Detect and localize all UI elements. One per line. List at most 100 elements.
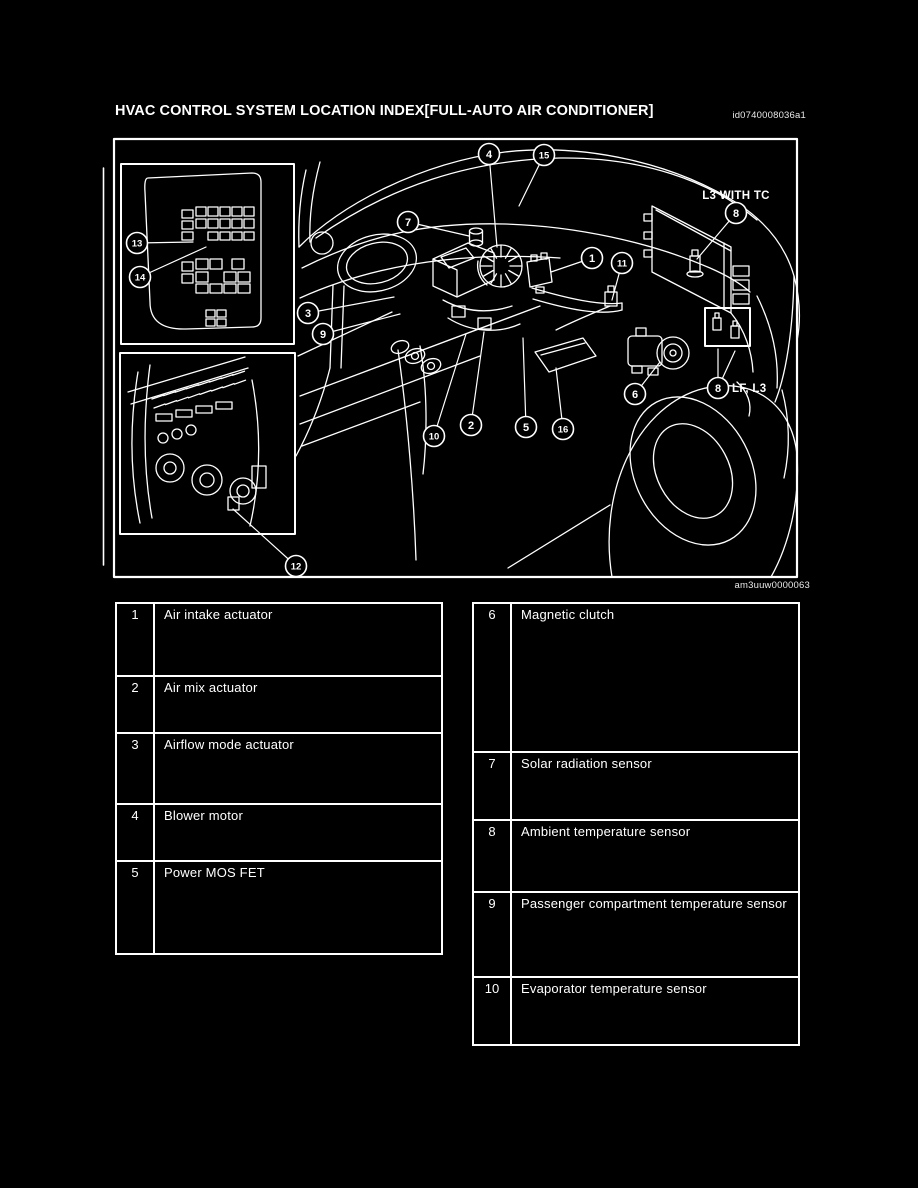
item-number: 9 xyxy=(474,893,512,976)
item-number: 4 xyxy=(117,805,155,860)
callout-13: 13 xyxy=(127,233,194,254)
table-row: 5 Power MOS FET xyxy=(117,860,441,953)
table-row: 10 Evaporator temperature sensor xyxy=(474,976,798,1044)
item-label: Passenger compartment temperature sensor xyxy=(521,896,787,911)
item-label: Ambient temperature sensor xyxy=(521,824,691,839)
svg-text:16: 16 xyxy=(558,424,569,435)
svg-text:4: 4 xyxy=(486,149,493,161)
item-number: 6 xyxy=(474,604,512,751)
diagram-label: L3 WITH TC xyxy=(702,190,770,202)
item-label: Blower motor xyxy=(164,808,243,823)
svg-text:3: 3 xyxy=(305,308,311,320)
table-row: 7 Solar radiation sensor xyxy=(474,751,798,819)
compressor-magnetic-clutch xyxy=(628,328,689,375)
callout-5: 5 xyxy=(516,338,537,438)
hvac-knob xyxy=(156,454,184,482)
svg-text:7: 7 xyxy=(405,217,411,229)
hvac-knob xyxy=(192,465,222,495)
callout-11: 11 xyxy=(612,253,633,301)
item-label: Magnetic clutch xyxy=(521,607,615,622)
sensor-wire xyxy=(556,286,617,330)
table-row: 6 Magnetic clutch xyxy=(474,604,798,751)
svg-text:6: 6 xyxy=(632,389,638,401)
solar-radiation-sensor-part xyxy=(470,228,483,246)
item-number: 3 xyxy=(117,734,155,803)
svg-text:11: 11 xyxy=(617,258,628,269)
table-row: 3 Airflow mode actuator xyxy=(117,732,441,803)
svg-text:10: 10 xyxy=(429,431,440,442)
item-number: 8 xyxy=(474,821,512,891)
air-mix-actuator-part xyxy=(452,306,465,317)
blower-motor xyxy=(478,245,552,293)
blower-fins xyxy=(481,246,521,286)
condenser xyxy=(644,206,753,372)
document-id: id0740008036a1 xyxy=(732,110,806,121)
diagram-labels: L3 WITH TC LF, L3 xyxy=(702,190,770,395)
ambient-temperature-sensor-part xyxy=(687,250,703,277)
svg-text:2: 2 xyxy=(468,420,474,432)
callout-16: 16 xyxy=(553,368,574,440)
svg-text:9: 9 xyxy=(320,329,326,341)
callout-3: 3 xyxy=(298,297,395,324)
callout-12: 12 xyxy=(233,509,307,577)
console-inset-frame xyxy=(120,353,295,534)
diagram-frame xyxy=(114,139,797,577)
svg-text:12: 12 xyxy=(291,561,302,572)
callout-10: 10 xyxy=(424,334,467,447)
table-row: 4 Blower motor xyxy=(117,803,441,860)
display-panel xyxy=(441,248,474,268)
svg-text:15: 15 xyxy=(539,150,550,161)
item-number: 1 xyxy=(117,604,155,675)
fuse-grid xyxy=(182,207,254,326)
item-label: Power MOS FET xyxy=(164,865,265,880)
callout-1: 1 xyxy=(551,248,603,273)
svg-text:8: 8 xyxy=(733,208,739,220)
page-title: HVAC CONTROL SYSTEM LOCATION INDEX[FULL-… xyxy=(115,103,654,119)
item-number: 10 xyxy=(474,978,512,1044)
svg-text:1: 1 xyxy=(589,253,595,265)
table-row: 2 Air mix actuator xyxy=(117,675,441,732)
instrument-cluster xyxy=(331,226,422,300)
callout-6: 6 xyxy=(625,362,661,405)
fusebox-inset xyxy=(121,164,294,344)
console-inset xyxy=(120,353,295,534)
svg-text:13: 13 xyxy=(132,238,143,249)
callout-8: 8 xyxy=(708,349,736,399)
item-label: Air mix actuator xyxy=(164,680,258,695)
callout-2: 2 xyxy=(461,332,485,436)
hvac-unit xyxy=(433,243,622,372)
item-label: Airflow mode actuator xyxy=(164,737,294,752)
callout-14: 14 xyxy=(130,247,207,288)
item-number: 7 xyxy=(474,753,512,819)
fusebox-inset-frame xyxy=(121,164,294,344)
figure-code: am3uuw0000063 xyxy=(734,580,810,591)
vent-hatch xyxy=(152,371,246,408)
hvac-knob xyxy=(230,478,256,504)
item-label: Solar radiation sensor xyxy=(521,756,652,771)
callout-9: 9 xyxy=(313,314,401,345)
item-number: 5 xyxy=(117,862,155,953)
callout-8: 8 xyxy=(697,203,747,260)
location-table-left: 1 Air intake actuator 2 Air mix actuator 3 Ai… xyxy=(115,602,443,955)
table-row: 8 Ambient temperature sensor xyxy=(474,819,798,891)
table-row: 1 Air intake actuator xyxy=(117,604,441,675)
sensor-variant-box xyxy=(705,308,750,346)
callout-7: 7 xyxy=(398,212,470,237)
car-body-outline xyxy=(299,150,800,478)
table-row: 9 Passenger compartment temperature senso… xyxy=(474,891,798,976)
item-label: Air intake actuator xyxy=(164,607,273,622)
svg-text:5: 5 xyxy=(523,422,529,434)
item-label: Evaporator temperature sensor xyxy=(521,981,707,996)
svg-text:8: 8 xyxy=(715,383,721,395)
diagram-label: LF, L3 xyxy=(732,383,766,395)
location-table-right: 6 Magnetic clutch 7 Solar radiation sensor 8… xyxy=(472,602,800,1046)
svg-text:14: 14 xyxy=(135,272,146,283)
wheel-arch xyxy=(605,375,797,577)
callout-4: 4 xyxy=(479,144,500,248)
item-number: 2 xyxy=(117,677,155,732)
callout-15: 15 xyxy=(519,145,555,207)
amplifier-part xyxy=(535,338,596,372)
air-intake-actuator-part xyxy=(527,258,552,287)
